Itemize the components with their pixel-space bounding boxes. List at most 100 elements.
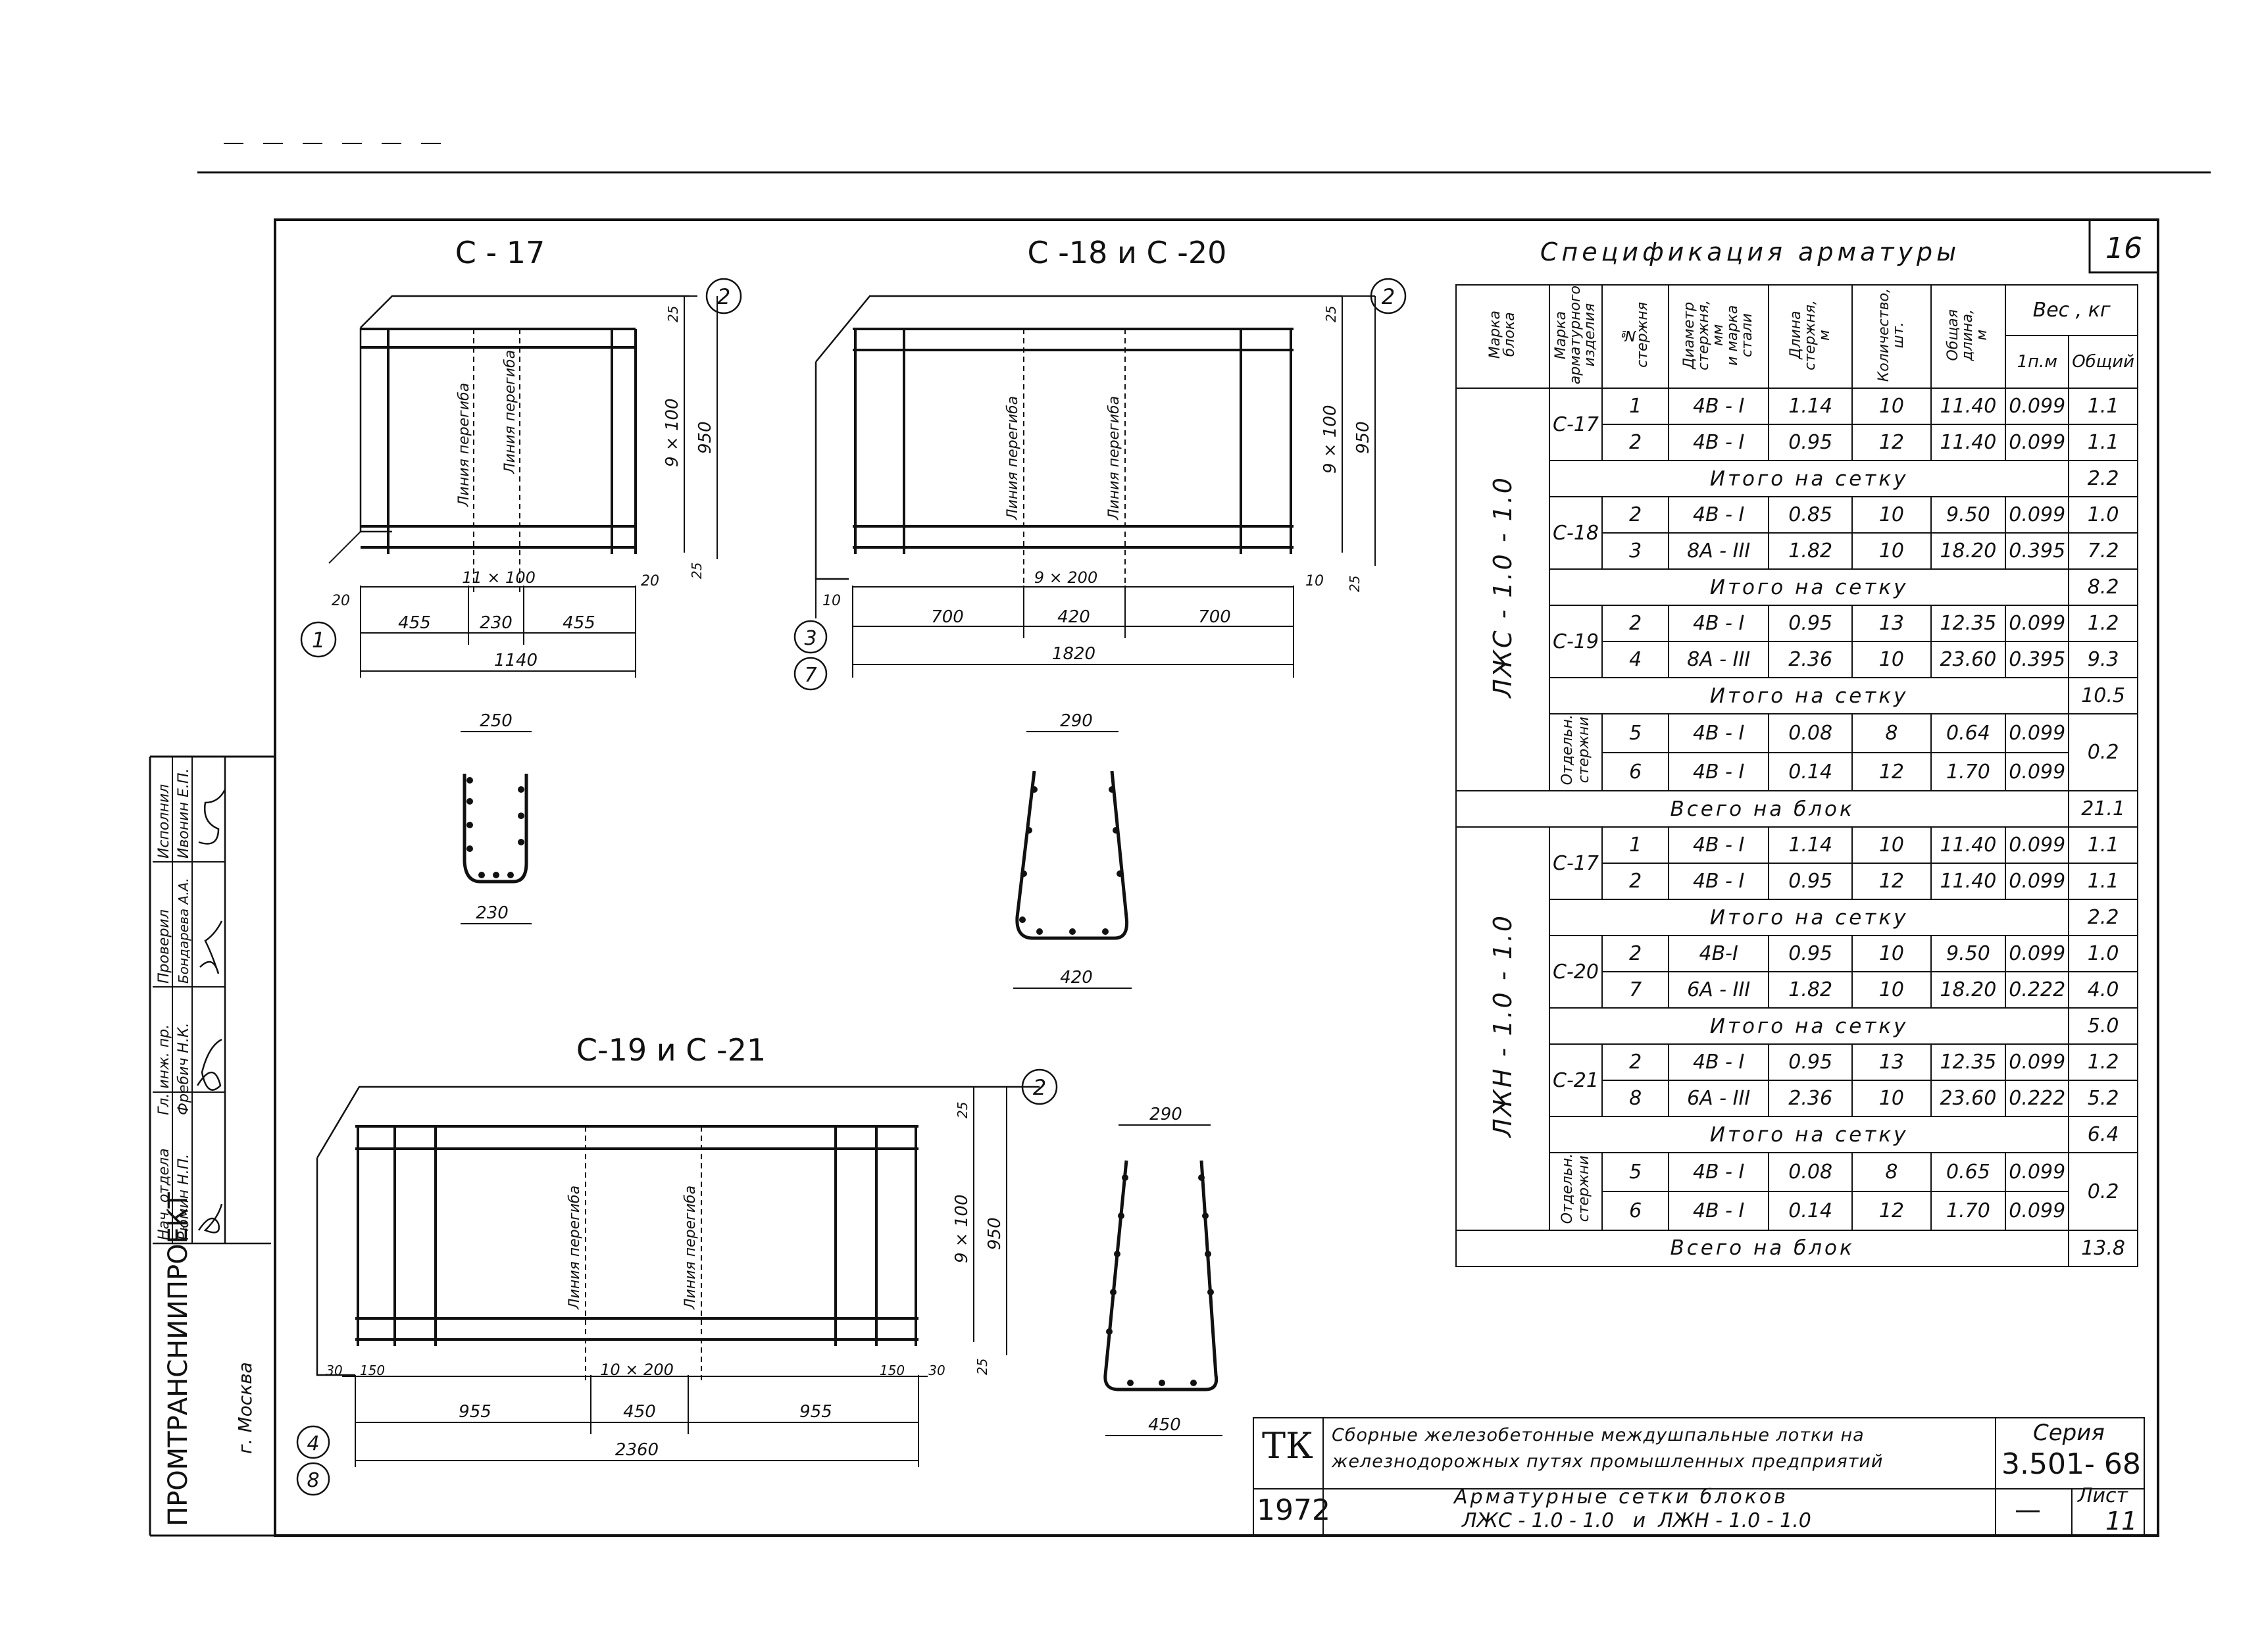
spec-header-total-w: Общий — [2068, 335, 2138, 389]
section-2-bottom: 420 — [1060, 968, 1093, 988]
title-block-dash: — — [2015, 1495, 2041, 1525]
spec-block-cell: ЛЖН - 1.0 - 1.0 — [1455, 826, 1550, 1231]
spec-separate-label: Отдельн. стержни — [1559, 1153, 1592, 1224]
spec-cell-w: 1.0 — [2068, 935, 2138, 973]
spec-header-block: Марка блока — [1455, 284, 1550, 389]
spec-cell-w: 1.1 — [2068, 388, 2138, 426]
c18-marker-a-number: 3 — [804, 627, 817, 650]
spec-header-bar: № стержня — [1601, 284, 1670, 389]
title-block-year: 1972 — [1257, 1493, 1330, 1527]
spec-subtotal-label: Итого на сетку — [1548, 568, 2070, 607]
spec-cell-n: 3 — [1601, 532, 1670, 570]
spec-header-length-text: Длина стержня, м — [1787, 299, 1833, 370]
spec-cell-q: 12 — [1851, 863, 1932, 901]
spec-cell-l: 2.36 — [1767, 641, 1853, 679]
c19-edge-right: 30 — [928, 1363, 945, 1378]
spec-cell-l: 0.95 — [1767, 605, 1853, 643]
c19-title: С-19 и С -21 — [576, 1032, 766, 1068]
section-3: 290 450 — [1103, 1105, 1222, 1436]
spec-table: Марка блока Марка арматурного изделия № … — [1455, 284, 2138, 1267]
spec-cell-w: 5.2 — [2068, 1080, 2138, 1118]
c17-dim-3: 455 — [563, 613, 595, 633]
c17-height-total: 950 — [695, 421, 715, 454]
spec-cell-q: 12 — [1851, 1191, 1932, 1231]
sheet-number-box — [2088, 218, 2159, 274]
c17-marker-number: 1 — [312, 628, 325, 653]
stamp-role-2: Гл. инж. пр. — [156, 1024, 172, 1115]
spec-subtotal-value: 2.2 — [2068, 899, 2138, 937]
c18-dim-3: 700 — [1198, 607, 1231, 627]
section-1: 250 230 — [461, 711, 532, 924]
spec-cell-w: 1.2 — [2068, 1043, 2138, 1082]
spec-cell-d: 4В - I — [1668, 713, 1769, 753]
spec-cell-tl: 0.64 — [1930, 713, 2007, 753]
spec-item-name: С-17 — [1549, 826, 1603, 901]
c19-dim-3: 955 — [799, 1402, 832, 1422]
approval-stamp: ПРОМТРАНСНИИПРОЕКТ г. Москва Нач. отдела… — [153, 757, 271, 1526]
spec-cell-pm: 0.099 — [2005, 751, 2070, 792]
spec-header-qty-text: Количество, шт. — [1875, 288, 1907, 382]
c17-edge-top: 25 — [665, 306, 681, 322]
c19-total: 2360 — [615, 1440, 659, 1460]
spec-cell-pm: 0.099 — [2005, 935, 2070, 973]
spec-header-total-len-text: Общая длина, м — [1945, 309, 1991, 361]
spec-cell-w: 4.0 — [2068, 971, 2138, 1009]
spec-item-name: С-18 — [1549, 496, 1603, 570]
section-3-top: 290 — [1149, 1105, 1182, 1124]
spec-cell-w: 1.2 — [2068, 605, 2138, 643]
spec-header-weight: Вес , кг — [2005, 284, 2138, 337]
spec-cell-d: 4В - I — [1668, 388, 1769, 426]
c17-height-pitch: 9 × 100 — [663, 399, 682, 467]
stamp-name-2: Фребич Н.К. — [176, 1023, 192, 1115]
spec-cell-d: 8А - III — [1668, 532, 1769, 570]
spec-cell-pm: 0.099 — [2005, 496, 2070, 534]
spec-cell-l: 1.82 — [1767, 971, 1853, 1009]
c17-pitch: 11 × 100 — [462, 568, 536, 587]
spec-cell-q: 10 — [1851, 971, 1932, 1009]
spec-cell-n: 6 — [1601, 1191, 1670, 1231]
c19-marker-b — [296, 1462, 330, 1496]
stamp-city: г. Москва — [234, 1362, 256, 1454]
title-block-series-label: Серия — [2033, 1420, 2105, 1446]
spec-subtotal-value: 8.2 — [2068, 568, 2138, 607]
spec-total-label: Всего на блок — [1455, 1229, 2070, 1267]
spec-cell-n: 2 — [1601, 605, 1670, 643]
c18-height-pitch: 9 × 100 — [1320, 405, 1340, 474]
spec-cell-n: 8 — [1601, 1080, 1670, 1118]
title-block-description-1: Сборные железобетонные междушпальные лот… — [1332, 1425, 1865, 1445]
spec-cell-q: 10 — [1851, 532, 1932, 570]
spec-cell-pm: 0.099 — [2005, 713, 2070, 753]
spec-cell-q: 13 — [1851, 605, 1932, 643]
spec-cell-l: 0.08 — [1767, 1152, 1853, 1193]
signature-3 — [199, 920, 223, 974]
spec-cell-pm: 0.099 — [2005, 826, 2070, 864]
spec-cell-tl: 12.35 — [1930, 1043, 2007, 1082]
stamp-name-1: Рюмин Н.П. — [176, 1154, 192, 1240]
spec-separate-weight: 0.2 — [2068, 1152, 2138, 1231]
spec-cell-tl: 11.40 — [1930, 424, 2007, 462]
spec-cell-d: 6А - III — [1668, 1080, 1769, 1118]
section-1-bottom: 230 — [476, 903, 509, 923]
spec-cell-l: 1.14 — [1767, 388, 1853, 426]
c18-edge-top: 25 — [1323, 306, 1339, 322]
c17-dim-1: 455 — [398, 613, 431, 633]
spec-cell-q: 10 — [1851, 1080, 1932, 1118]
spec-cell-tl: 11.40 — [1930, 863, 2007, 901]
spec-cell-tl: 18.20 — [1930, 532, 2007, 570]
spec-cell-tl: 12.35 — [1930, 605, 2007, 643]
spec-block-name: ЛЖН - 1.0 - 1.0 — [1488, 914, 1517, 1138]
c17-total: 1140 — [494, 651, 538, 670]
spec-subtotal-value: 2.2 — [2068, 460, 2138, 498]
c17-callout — [705, 278, 742, 314]
spec-subtotal-label: Итого на сетку — [1548, 1116, 2070, 1154]
spec-cell-l: 1.14 — [1767, 826, 1853, 864]
spec-header-item-text: Марка арматурного изделия — [1552, 286, 1598, 385]
spec-header-bar-text: № стержня — [1619, 302, 1651, 368]
